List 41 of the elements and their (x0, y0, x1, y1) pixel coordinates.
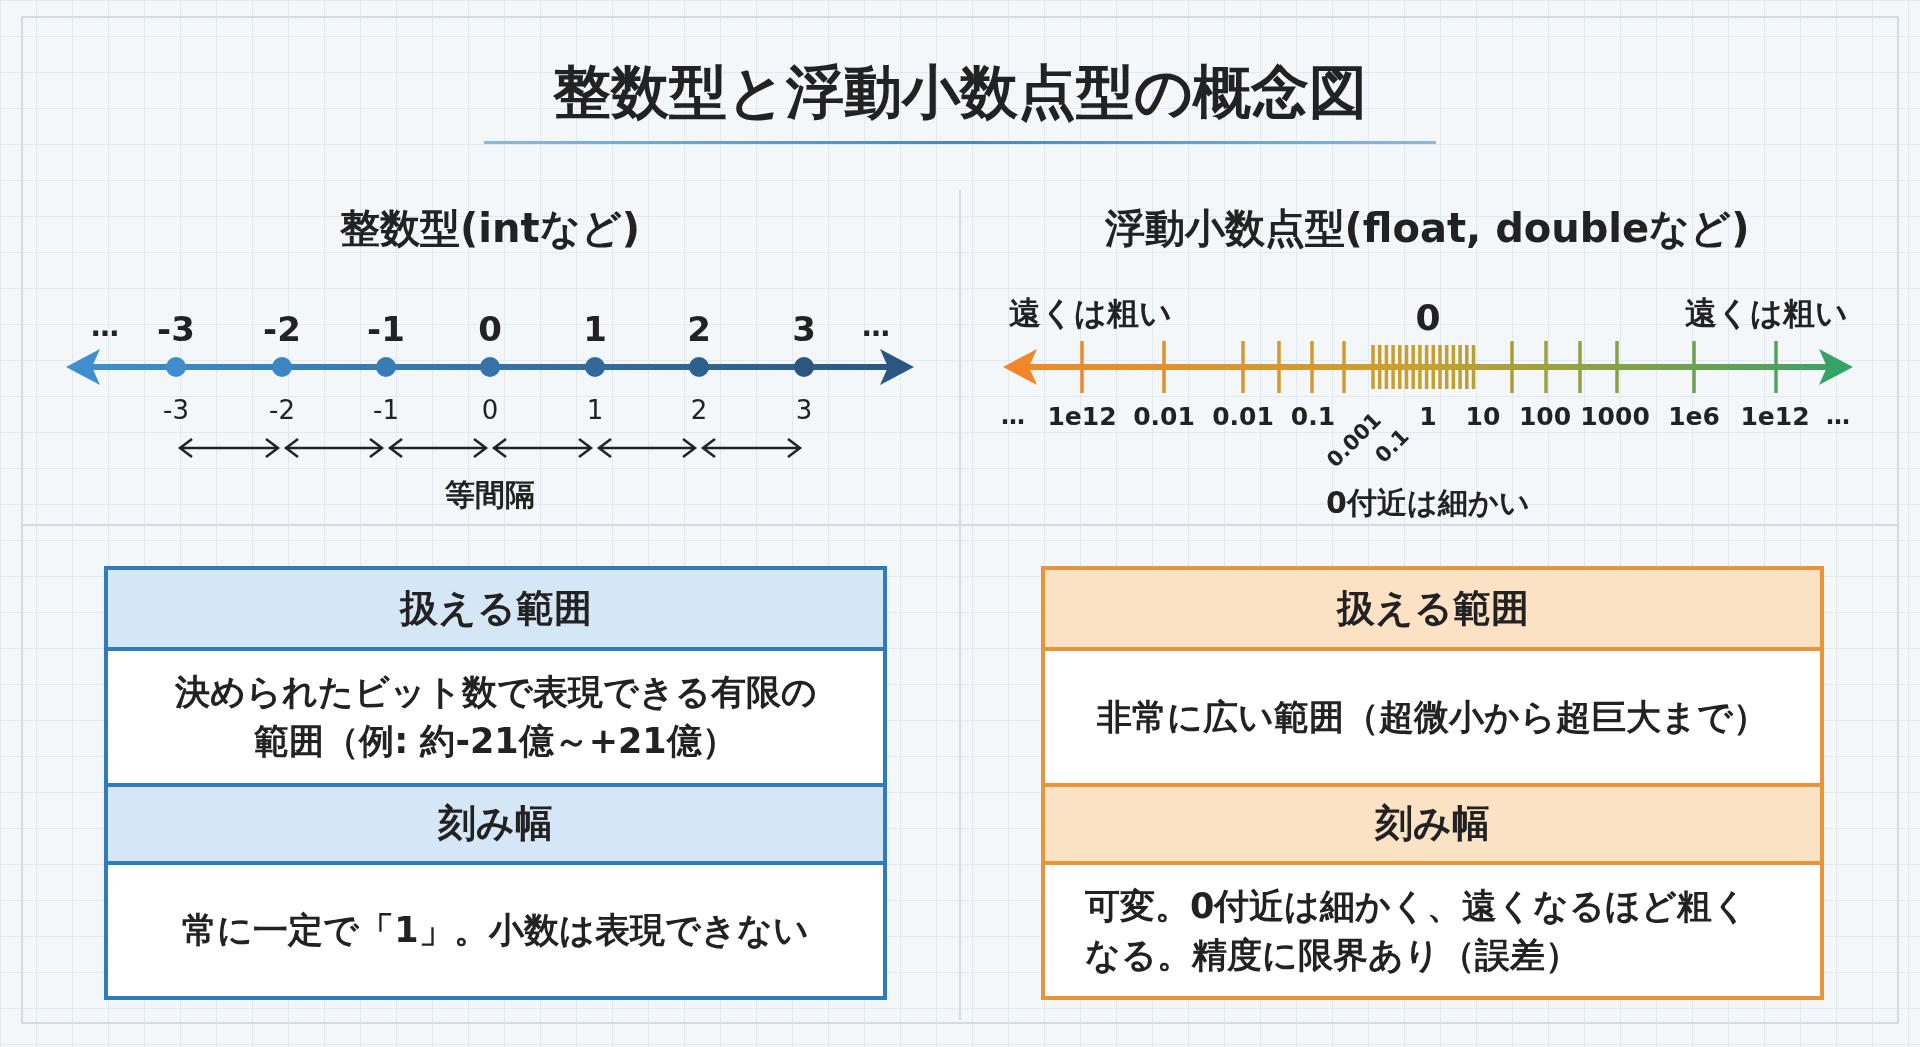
axis-label: 1 (583, 310, 607, 350)
axis-label: 1 (1419, 402, 1437, 432)
axis-label: 10 (1465, 402, 1501, 432)
axis-label: … (1826, 403, 1850, 431)
axis-label: 1e12 (1740, 402, 1810, 432)
axis-label: -3 (163, 396, 189, 426)
table-header-cell: 扱える範囲 (1045, 570, 1820, 647)
axis-label: 0 (481, 396, 499, 426)
axis-label: 1000 (1580, 402, 1650, 432)
axis-label: 2 (690, 396, 708, 426)
table-header-cell: 刻み幅 (108, 783, 883, 861)
axis-label: 1e6 (1668, 402, 1720, 432)
table-frame (1041, 566, 1824, 1000)
axis-label: 0.01 (1133, 402, 1195, 432)
axis-label: 3 (795, 396, 813, 426)
axis-label: … (91, 310, 119, 344)
axis-label: 遠くは粗い (1008, 294, 1172, 332)
axis-label: 0.01 (1212, 402, 1274, 432)
table-frame (104, 566, 887, 1000)
axis-label: 1 (586, 396, 604, 426)
section-heading: 整数型(intなど) (340, 205, 640, 251)
table-header-cell: 扱える範囲 (108, 570, 883, 647)
axis-label: -1 (367, 310, 405, 350)
axis-label: 100 (1518, 402, 1572, 432)
axis-label: … (862, 310, 890, 344)
section-heading: 浮動小数点型(float, doubleなど) (1104, 205, 1750, 251)
axis-label: -1 (373, 396, 399, 426)
axis-label: 3 (792, 310, 816, 350)
axis-label: 1e12 (1047, 402, 1117, 432)
axis-label: 0付近は細かい (1326, 485, 1530, 521)
axis-label: 等間隔 (445, 477, 535, 513)
table-header-cell: 刻み幅 (1045, 783, 1820, 861)
axis-label: -2 (263, 310, 301, 350)
axis-label: … (1001, 403, 1025, 431)
axis-label: 遠くは粗い (1684, 294, 1848, 332)
axis-label: -2 (269, 396, 295, 426)
axis-label: -3 (157, 310, 195, 350)
axis-label: 0 (1415, 297, 1441, 339)
axis-label: 2 (687, 310, 711, 350)
diagram-title: 整数型と浮動小数点型の概念図 (553, 58, 1367, 126)
axis-label: 0 (478, 310, 502, 350)
